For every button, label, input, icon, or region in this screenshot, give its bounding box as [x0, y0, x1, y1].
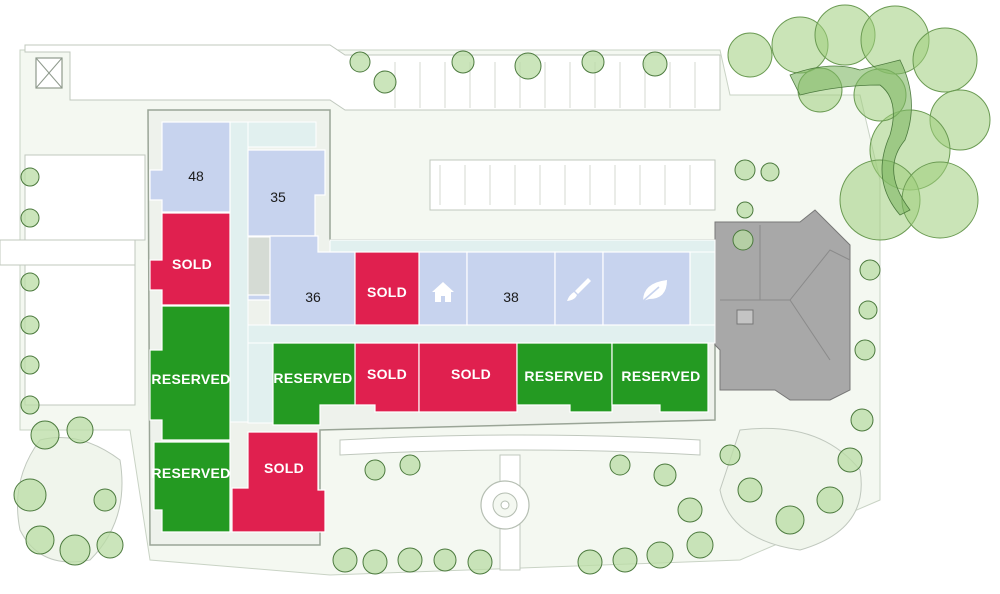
unit-reserved-a[interactable] — [149, 305, 231, 441]
home-icon — [432, 282, 454, 302]
woodland-canopy — [727, 4, 991, 241]
clubhouse-roof — [714, 209, 851, 401]
unit-reserved-e-label: RESERVED — [621, 368, 700, 384]
unit-reserved-b[interactable] — [153, 441, 231, 533]
unit-sold-a[interactable] — [149, 212, 231, 306]
landscape-trees — [13, 50, 881, 575]
unit-labels: 48 35 36 38 SOLD SOLD SOLD SOLD SOLD RES… — [151, 168, 700, 481]
unit-48[interactable] — [149, 121, 231, 213]
unit-reserved-e[interactable] — [611, 342, 709, 413]
unit-reserved-c[interactable] — [272, 342, 356, 426]
amenity-leaf[interactable] — [602, 251, 691, 326]
woodland-path — [789, 59, 912, 216]
unit-36[interactable] — [247, 235, 356, 326]
unit-reserved-a-label: RESERVED — [151, 371, 230, 387]
unit-reserved-b-label: RESERVED — [151, 465, 230, 481]
unit-35[interactable] — [247, 149, 326, 237]
unit-36-label: 36 — [305, 289, 321, 305]
unit-reserved-c-label: RESERVED — [273, 370, 352, 386]
unit-reserved-d-label: RESERVED — [524, 368, 603, 384]
corridors — [229, 121, 716, 424]
unit-sold-b[interactable] — [354, 251, 420, 326]
unit-sold-d[interactable] — [418, 342, 518, 413]
unit-sold-c-label: SOLD — [367, 366, 407, 382]
paintbrush-icon — [567, 278, 591, 301]
unit-sold-d-label: SOLD — [451, 366, 491, 382]
unit-sold-a-label: SOLD — [172, 256, 212, 272]
unit-35-label: 35 — [270, 189, 286, 205]
unit-48-label: 48 — [188, 168, 204, 184]
sold-units — [149, 212, 518, 533]
available-units — [149, 121, 691, 326]
unit-sold-b-label: SOLD — [367, 284, 407, 300]
unit-38-label: 38 — [503, 289, 519, 305]
reserved-units — [149, 305, 709, 533]
unit-sold-e-label: SOLD — [264, 460, 304, 476]
unit-sold-e[interactable] — [231, 431, 326, 533]
leaf-icon — [642, 280, 667, 302]
